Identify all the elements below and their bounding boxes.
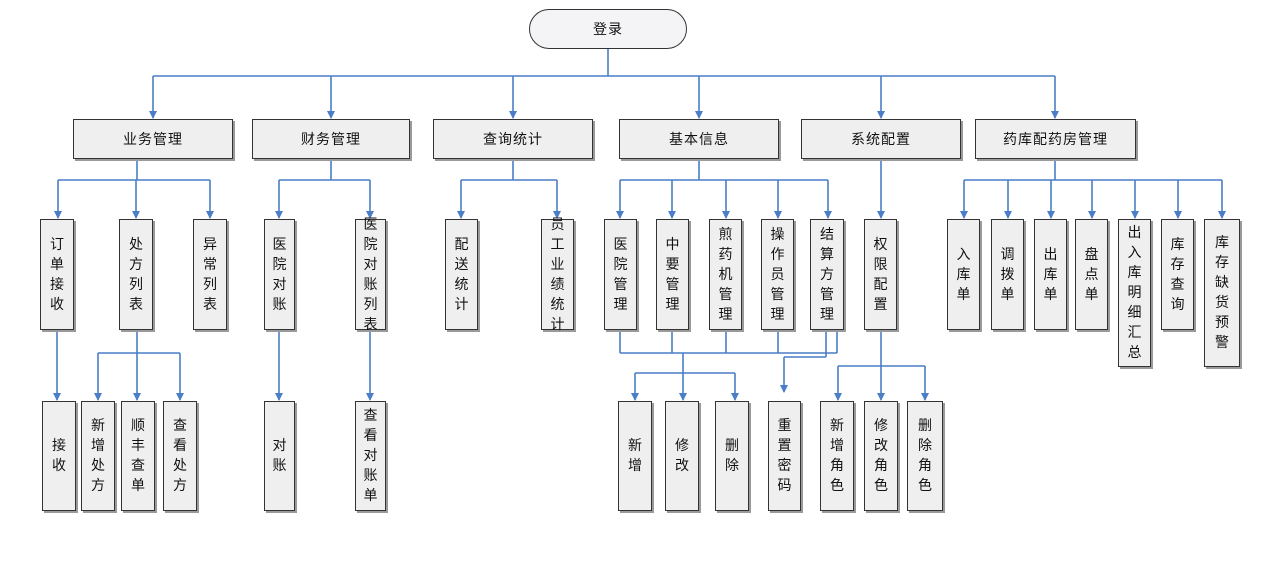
node-stockout-warning: 库存缺货预警 — [1204, 219, 1240, 367]
node-medicine-management: 中要管理 — [656, 219, 689, 330]
node-inbound-order: 入库单 — [947, 219, 980, 330]
node-outbound-order: 出库单 — [1034, 219, 1067, 330]
node-receive: 接收 — [42, 401, 76, 511]
node-settlement-party-management: 结算方管理 — [810, 219, 844, 330]
node-reconcile: 对账 — [264, 401, 295, 511]
node-hospital-management: 医院管理 — [604, 219, 637, 330]
node-hospital-reconcile-list: 医院对账列表 — [355, 217, 386, 333]
node-add-prescription: 新增处方 — [81, 401, 115, 511]
module-query-statistics: 查询统计 — [433, 119, 593, 159]
node-delete-role: 删除角色 — [907, 401, 943, 511]
module-pharmacy-management: 药库配药房管理 — [975, 119, 1136, 159]
node-add-role: 新增角色 — [820, 401, 854, 511]
node-delete: 删除 — [715, 401, 749, 511]
node-exception-list: 异常列表 — [193, 219, 227, 330]
node-inventory-query: 库存查询 — [1161, 219, 1194, 330]
node-stocktake-order: 盘点单 — [1075, 219, 1108, 330]
node-add: 新增 — [618, 401, 652, 511]
node-inout-detail-summary: 出入库明细汇总 — [1118, 219, 1151, 367]
node-delivery-stats: 配送统计 — [445, 219, 478, 330]
module-system-config: 系统配置 — [801, 119, 961, 159]
login-node: 登录 — [529, 9, 687, 49]
node-operator-management: 操作员管理 — [761, 219, 794, 330]
node-hospital-reconcile: 医院对账 — [264, 219, 295, 330]
node-decoction-machine-management: 煎药机管理 — [709, 219, 742, 330]
module-finance-management: 财务管理 — [252, 119, 410, 159]
node-modify: 修改 — [665, 401, 699, 511]
node-view-prescription: 查看处方 — [163, 401, 197, 511]
node-employee-performance-stats: 员工业绩统计 — [541, 217, 574, 333]
node-modify-role: 修改角色 — [864, 401, 898, 511]
node-permission-config: 权限配置 — [864, 219, 897, 330]
node-reset-password: 重置密码 — [768, 401, 801, 511]
node-transfer-order: 调拨单 — [991, 219, 1024, 330]
node-order-receive: 订单接收 — [40, 219, 74, 330]
module-basic-info: 基本信息 — [619, 119, 779, 159]
module-business-management: 业务管理 — [73, 119, 233, 159]
node-prescription-list: 处方列表 — [119, 219, 153, 330]
node-sf-track-order: 顺丰查单 — [121, 401, 155, 511]
node-view-statement: 查看对账单 — [355, 401, 386, 511]
